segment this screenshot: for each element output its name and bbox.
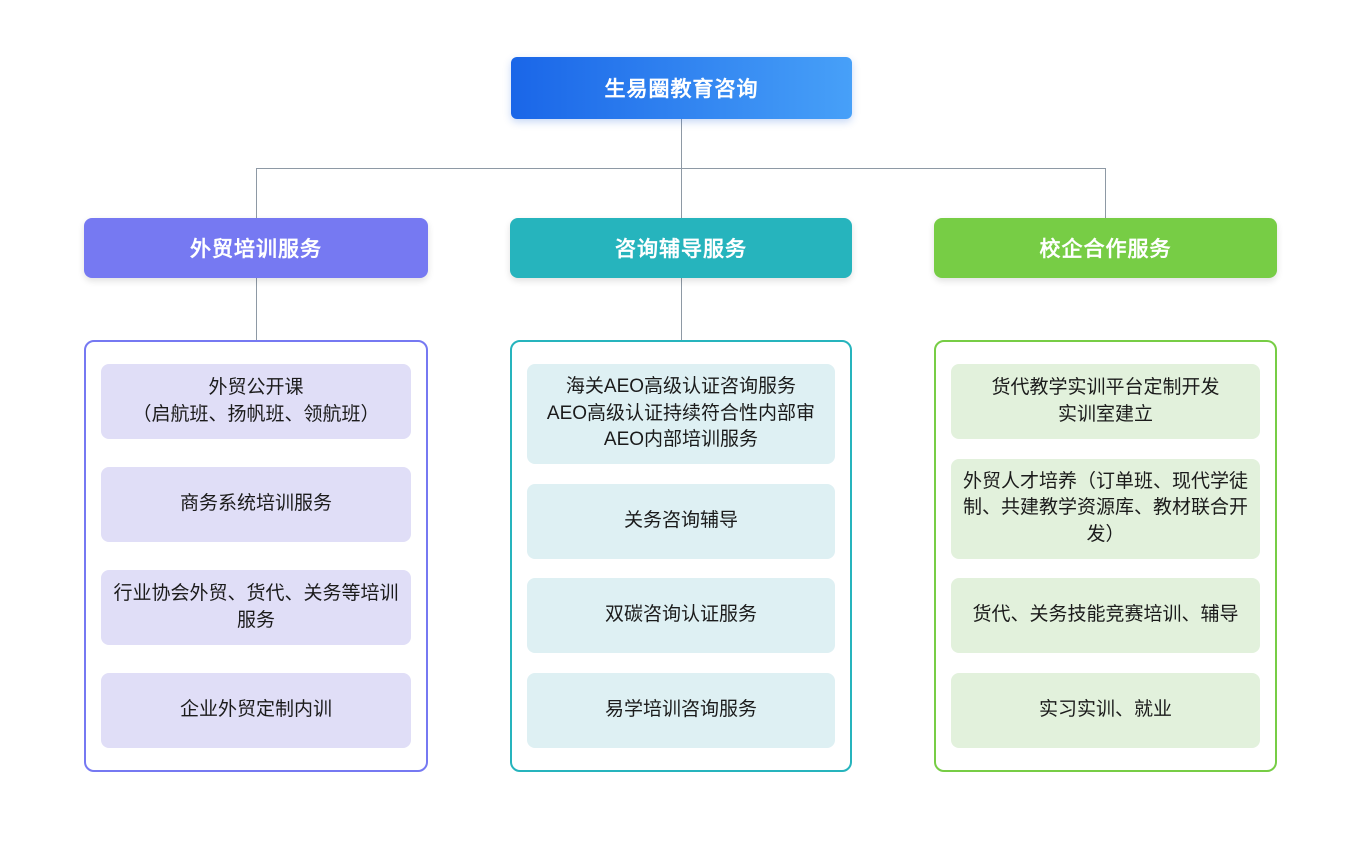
service-item: 商务系统培训服务 — [101, 467, 411, 542]
branch-label: 校企合作服务 — [1039, 238, 1172, 261]
service-item: 企业外贸定制内训 — [101, 673, 411, 748]
service-item: 海关AEO高级认证咨询服务 AEO高级认证持续符合性内部审 AEO内部培训服务 — [527, 364, 835, 464]
branch-header-consulting: 咨询辅导服务 — [510, 218, 852, 278]
service-item: 关务咨询辅导 — [527, 483, 835, 559]
branch-container-consulting: 海关AEO高级认证咨询服务 AEO高级认证持续符合性内部审 AEO内部培训服务关… — [510, 340, 852, 772]
service-item: 双碳咨询认证服务 — [527, 578, 835, 654]
connector-branch1-container — [256, 278, 257, 340]
connector-root-drop — [681, 119, 682, 168]
branch-header-trade-training: 外贸培训服务 — [84, 218, 428, 278]
connector-branch3-drop — [1105, 168, 1106, 218]
branch-header-school-enterprise: 校企合作服务 — [934, 218, 1277, 278]
service-item: 外贸公开课 （启航班、扬帆班、领航班） — [101, 364, 411, 439]
branch-container-trade-training: 外贸公开课 （启航班、扬帆班、领航班） 商务系统培训服务行业协会外贸、货代、关务等… — [84, 340, 428, 772]
root-node: 生易圈教育咨询 — [511, 57, 852, 119]
connector-branch1-drop — [256, 168, 257, 218]
service-item: 行业协会外贸、货代、关务等培训服务 — [101, 570, 411, 645]
service-item: 货代、关务技能竞赛培训、辅导 — [951, 578, 1260, 654]
service-item: 外贸人才培养（订单班、现代学徒制、共建教学资源库、教材联合开发） — [951, 458, 1260, 559]
connector-branch2-container — [681, 278, 682, 340]
service-item: 实习实训、就业 — [951, 672, 1260, 748]
branch-container-school-enterprise: 货代教学实训平台定制开发 实训室建立外贸人才培养（订单班、现代学徒制、共建教学资… — [934, 340, 1277, 772]
branch-label: 咨询辅导服务 — [615, 238, 747, 261]
connector-branch2-drop — [681, 168, 682, 218]
root-node-label: 生易圈教育咨询 — [604, 78, 759, 101]
branch-label: 外贸培训服务 — [190, 238, 322, 261]
service-item: 货代教学实训平台定制开发 实训室建立 — [951, 364, 1260, 439]
service-item: 易学培训咨询服务 — [527, 672, 835, 748]
